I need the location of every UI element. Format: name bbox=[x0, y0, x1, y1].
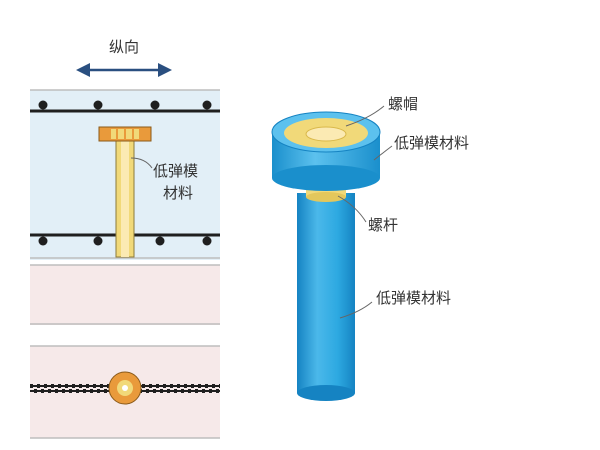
longitudinal-direction-indicator: 纵向 bbox=[76, 38, 172, 77]
ring-icon bbox=[108, 371, 142, 405]
bolt-cross-section bbox=[98, 126, 152, 258]
bolt-leader bbox=[337, 195, 367, 223]
bolt-material-label: 低弹模材料 bbox=[376, 289, 451, 307]
double-headed-arrow-icon bbox=[76, 63, 172, 77]
nut-material-label: 低弹模材料 bbox=[394, 134, 469, 152]
nut-leader bbox=[345, 105, 385, 127]
nut-material-leader bbox=[373, 145, 393, 161]
bolt-label: 螺杆 bbox=[368, 216, 398, 234]
plan-view-section bbox=[30, 345, 220, 439]
middle-layer-section bbox=[30, 264, 220, 325]
bolt-shaft bbox=[297, 193, 355, 401]
direction-label: 纵向 bbox=[109, 38, 139, 56]
left-material-leader bbox=[130, 157, 153, 169]
bolt-material-leader bbox=[339, 301, 373, 319]
bolt-nut bbox=[271, 111, 381, 191]
nut-label: 螺帽 bbox=[388, 95, 418, 113]
upper-slab-section: 低弹模 材料 bbox=[30, 89, 220, 260]
left-material-label-line2: 材料 bbox=[163, 184, 193, 202]
bolt-3d-view: 螺帽 低弹模材料 螺杆 低弹模材料 bbox=[271, 95, 469, 401]
left-material-label-line1: 低弹模 bbox=[153, 162, 198, 180]
top-rebar bbox=[30, 100, 220, 113]
